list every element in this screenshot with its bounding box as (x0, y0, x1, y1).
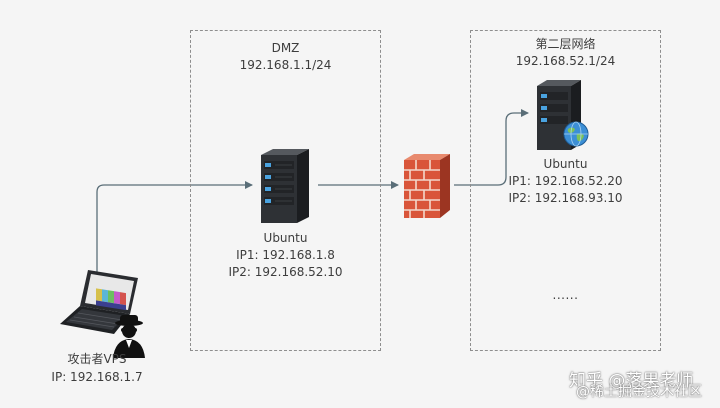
inner-host-ip2: IP2: 192.168.93.10 (508, 191, 623, 205)
globe-icon (563, 121, 589, 147)
laptop-icon (60, 270, 138, 334)
inner-host-name: Ubuntu (543, 157, 588, 171)
dmz-server-icon (261, 149, 309, 223)
inner-server-icon (537, 80, 581, 150)
inner-host-ip1: IP1: 192.168.52.20 (508, 174, 623, 188)
dmz-host-ip2: IP2: 192.168.52.10 (228, 265, 343, 279)
more-hosts-ellipsis: ...... (552, 288, 579, 302)
dmz-zone-title: DMZ (271, 41, 300, 55)
connector-attacker-to-dmz (96, 181, 253, 272)
hacker-icon (113, 315, 145, 358)
brick-firewall-icon (404, 154, 450, 218)
dmz-host-name: Ubuntu (263, 231, 308, 245)
attacker-ip: IP: 192.168.1.7 (51, 370, 143, 384)
watermark-juejin: @稀土掘金技术社区 (576, 384, 702, 400)
attacker-name: 攻击者VPS (67, 352, 127, 366)
dmz-zone (190, 30, 381, 351)
connector-firewall-to-inner (454, 109, 529, 186)
layer2-zone-subnet: 192.168.52.1/24 (515, 54, 616, 68)
watermark-zhihu: 知乎 @落果老师 (569, 371, 694, 391)
layer2-zone (470, 30, 661, 351)
dmz-host-ip1: IP1: 192.168.1.8 (236, 248, 335, 262)
layer2-zone-title: 第二层网络 (535, 37, 596, 51)
dmz-zone-subnet: 192.168.1.1/24 (239, 58, 332, 72)
